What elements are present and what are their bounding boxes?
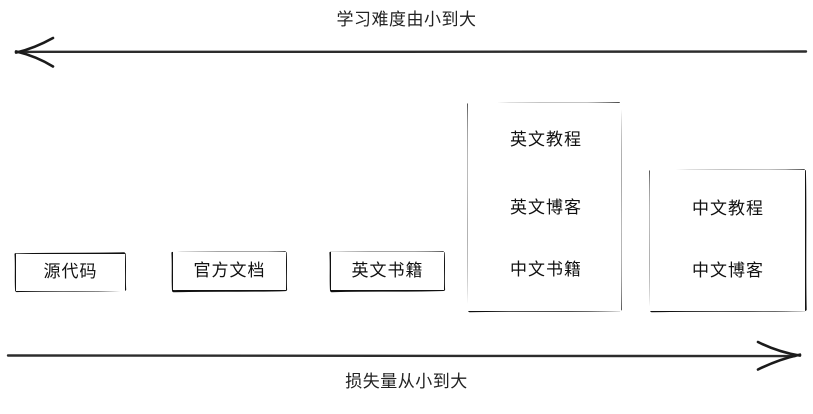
top-axis-label: 学习难度由小到大 <box>336 10 477 30</box>
node-chinese-tutorials[interactable]: 中文教程 <box>671 190 785 228</box>
node-label: 中文教程 <box>692 198 764 219</box>
node-chinese-books[interactable]: 中文书籍 <box>491 252 601 288</box>
node-english-books[interactable]: 英文书籍 <box>331 252 444 290</box>
node-english-tutorials[interactable]: 英文教程 <box>491 122 601 158</box>
node-official-docs[interactable]: 官方文档 <box>173 252 286 290</box>
node-label: 官方文档 <box>193 260 266 281</box>
top-axis-arrow <box>14 36 808 68</box>
node-label: 中文博客 <box>692 260 764 281</box>
bottom-axis-arrow <box>6 340 802 371</box>
node-source-code[interactable]: 源代码 <box>16 254 125 291</box>
node-label: 英文书籍 <box>351 260 424 281</box>
node-label: 英文博客 <box>510 197 582 218</box>
node-english-blogs[interactable]: 英文博客 <box>491 190 601 226</box>
node-label: 中文书籍 <box>510 259 582 280</box>
node-chinese-blogs[interactable]: 中文博客 <box>671 252 785 290</box>
node-label: 英文教程 <box>510 129 582 150</box>
node-label: 源代码 <box>43 262 98 282</box>
bottom-axis-label: 损失量从小到大 <box>345 372 468 392</box>
